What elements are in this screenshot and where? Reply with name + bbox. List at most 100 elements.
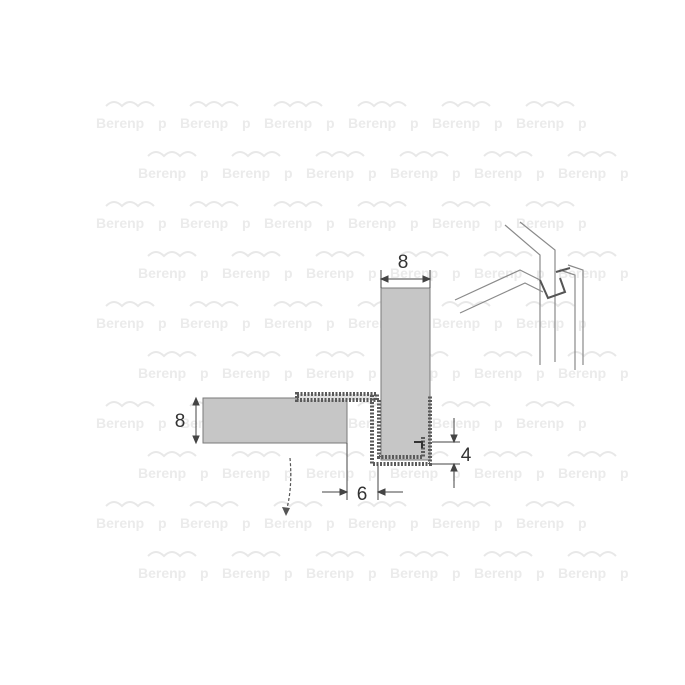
- watermark-text: Berenp: [432, 115, 480, 131]
- watermark-text: Berenp: [474, 165, 522, 181]
- watermark-text: p: [536, 565, 545, 581]
- watermark-text: Berenp: [432, 315, 480, 331]
- watermark-text: Berenp: [222, 465, 270, 481]
- watermark-text: p: [410, 115, 419, 131]
- watermark-logo-mark: [441, 201, 491, 208]
- watermark-logo-mark: [231, 251, 281, 258]
- watermark-text: Berenp: [558, 565, 606, 581]
- watermark-text: p: [578, 515, 587, 531]
- profile-top-flange: [295, 392, 379, 402]
- seal-profile: [295, 392, 432, 466]
- watermark-logo-mark: [567, 351, 617, 358]
- watermark-text: Berenp: [558, 365, 606, 381]
- watermark-logo-mark: [315, 351, 365, 358]
- dim-label-bottom: 6: [357, 484, 368, 505]
- watermark-text: Berenp: [558, 165, 606, 181]
- watermark-text: p: [326, 515, 335, 531]
- watermark-text: Berenp: [180, 215, 228, 231]
- watermark-logo-mark: [315, 151, 365, 158]
- watermark-logo-mark: [399, 151, 449, 158]
- watermark-text: p: [200, 265, 209, 281]
- watermark-text: p: [536, 465, 545, 481]
- watermark-text: Berenp: [516, 415, 564, 431]
- watermark-text: Berenp: [96, 515, 144, 531]
- watermark-logo-mark: [357, 101, 407, 108]
- watermark-text: p: [326, 215, 335, 231]
- watermark-logo-mark: [567, 251, 617, 258]
- watermark-logo-mark: [231, 151, 281, 158]
- watermark-text: Berenp: [558, 265, 606, 281]
- watermark-text: p: [368, 265, 377, 281]
- watermark-text: Berenp: [432, 415, 480, 431]
- watermark-text: Berenp: [432, 515, 480, 531]
- watermark-logo-mark: [525, 201, 575, 208]
- watermark-logo-mark: [567, 551, 617, 558]
- watermark-logo-mark: [441, 501, 491, 508]
- watermark-logo-mark: [189, 501, 239, 508]
- watermark-logo-mark: [147, 251, 197, 258]
- watermark-text: p: [620, 265, 629, 281]
- watermark-text: Berenp: [222, 565, 270, 581]
- watermark-logo-mark: [315, 551, 365, 558]
- watermark-logo-mark: [315, 251, 365, 258]
- watermark-text: p: [284, 365, 293, 381]
- watermark-text: Berenp: [306, 265, 354, 281]
- watermark-text: Berenp: [264, 515, 312, 531]
- watermark-text: p: [200, 465, 209, 481]
- dimension-lines: [192, 270, 460, 500]
- watermark-text: p: [242, 315, 251, 331]
- watermark-text: p: [158, 515, 167, 531]
- watermark-logo-mark: [147, 551, 197, 558]
- watermark-text: Berenp: [138, 465, 186, 481]
- watermark-text: p: [494, 315, 503, 331]
- watermark-text: Berenp: [96, 415, 144, 431]
- watermark-text: p: [368, 165, 377, 181]
- profile-lip-hook: [414, 441, 423, 448]
- watermark-text: p: [452, 265, 461, 281]
- watermark-text: p: [410, 515, 419, 531]
- watermark-text: Berenp: [390, 465, 438, 481]
- pointer-arrow-head: [282, 507, 290, 516]
- watermark-text: p: [452, 465, 461, 481]
- watermark-logo-mark: [147, 151, 197, 158]
- watermark-text: p: [368, 565, 377, 581]
- watermark-text: Berenp: [348, 215, 396, 231]
- watermark-logo-mark: [567, 451, 617, 458]
- watermark-logo-mark: [357, 501, 407, 508]
- watermark-text: Berenp: [390, 565, 438, 581]
- watermark-logo-mark: [105, 101, 155, 108]
- watermark-logo-mark: [399, 251, 449, 258]
- perspective-inset: [454, 221, 584, 370]
- watermark-text: p: [452, 165, 461, 181]
- dim-label-top: 8: [398, 252, 409, 273]
- watermark-logo-mark: [105, 301, 155, 308]
- watermark-text: Berenp: [432, 215, 480, 231]
- watermark-text: Berenp: [516, 215, 564, 231]
- watermark-logo-mark: [399, 551, 449, 558]
- watermark-text: Berenp: [180, 515, 228, 531]
- watermark-text: Berenp: [306, 165, 354, 181]
- watermark-text: p: [284, 165, 293, 181]
- watermark-text: Berenp: [474, 265, 522, 281]
- dim-right-arrow-bottom: [450, 462, 458, 472]
- watermark-logo-mark: [483, 251, 533, 258]
- dim-left-arrow-bottom: [192, 435, 200, 445]
- watermark-logo-mark: [567, 151, 617, 158]
- dim-bottom-arrow-left: [339, 488, 349, 496]
- inset-profile: [539, 267, 571, 300]
- watermark-text: p: [620, 465, 629, 481]
- watermark-logo-mark: [441, 301, 491, 308]
- watermark-logo-mark: [483, 551, 533, 558]
- watermark-text: p: [452, 365, 461, 381]
- watermark-text: p: [284, 265, 293, 281]
- watermark-logo-mark: [273, 301, 323, 308]
- watermark-text: Berenp: [180, 115, 228, 131]
- watermark-text: p: [494, 515, 503, 531]
- watermark-text: p: [158, 415, 167, 431]
- inset-glass-side: [559, 264, 584, 370]
- watermark-logo-mark: [189, 301, 239, 308]
- watermark-logo-mark: [525, 101, 575, 108]
- horizontal-glass-panel: [202, 397, 348, 444]
- dim-label-right: 4: [461, 445, 472, 466]
